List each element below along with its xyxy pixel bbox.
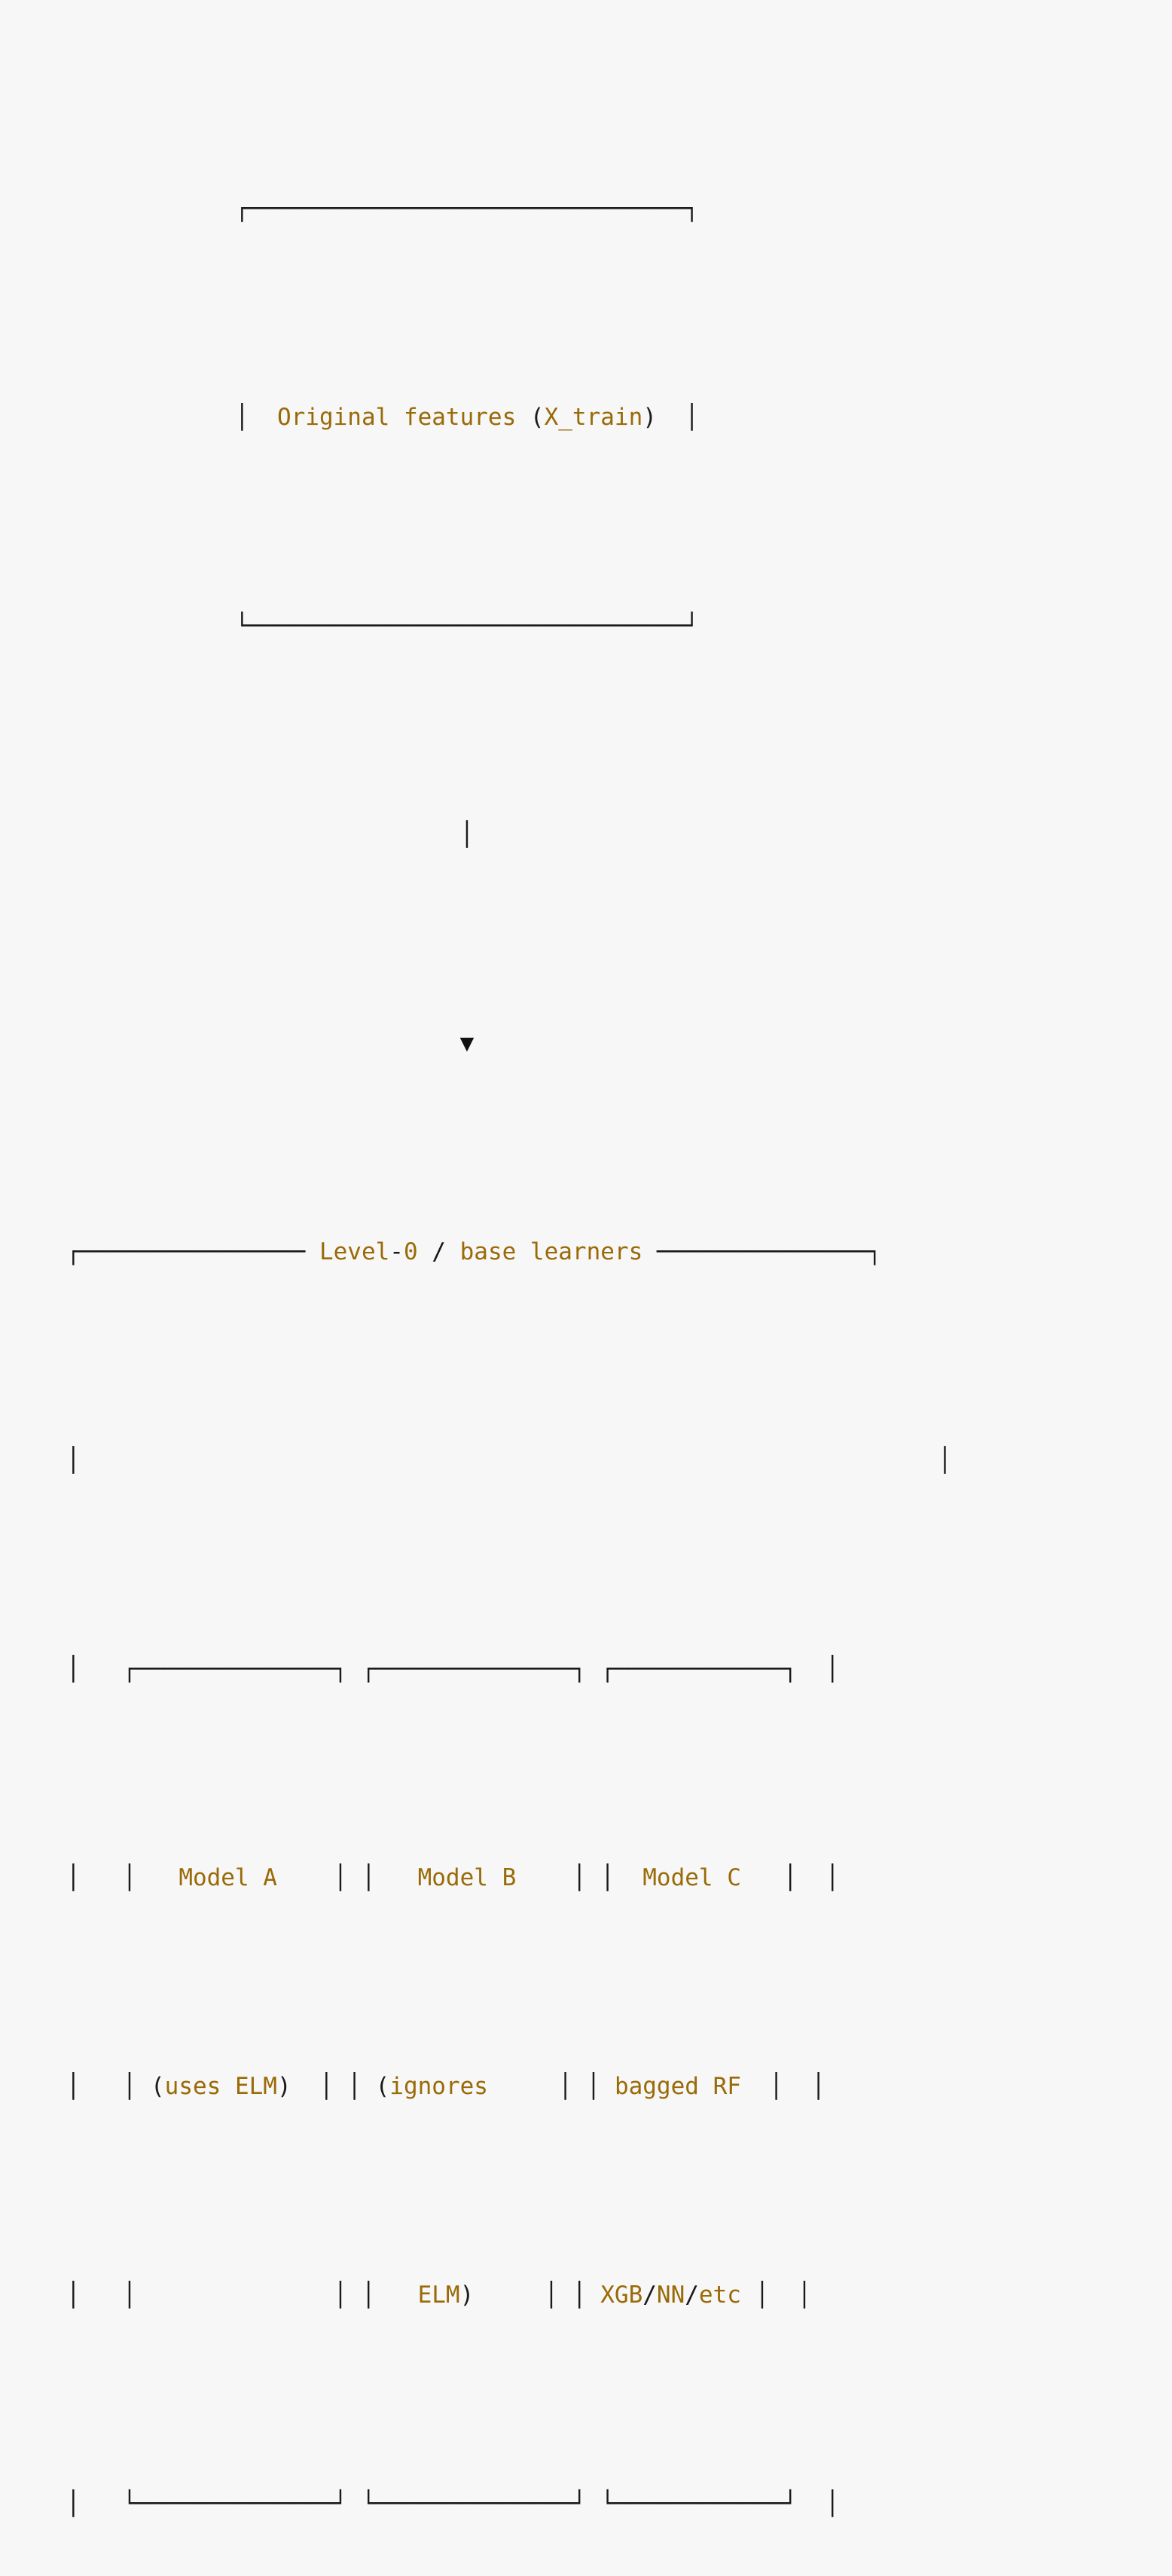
model-b-detail: ignores: [389, 2072, 488, 2100]
model-a-detail: uses ELM: [164, 2072, 277, 2100]
input-box-paren-open: (: [530, 403, 545, 431]
model-b-name: Model B: [417, 1863, 517, 1891]
level0-title-word-3: base learners: [445, 1238, 643, 1265]
model-c-detail-2c: etc: [698, 2281, 741, 2309]
model-c-sep-2: /: [685, 2281, 699, 2309]
model-boxes-detail-row-1: │ │ (uses ELM) │ │ (ignores │ │ bagged R…: [66, 2072, 826, 2100]
model-boxes-name-row: │ │ Model A │ │ Model B │ │ Model C │ │: [66, 1863, 840, 1891]
model-c-name: Model C: [642, 1863, 741, 1891]
arrow-down-icon: ▼: [459, 1029, 475, 1057]
input-box-variable: X_train: [544, 403, 643, 431]
model-c-detail-2b: NN: [656, 2281, 685, 2309]
model-b-paren-close: ): [459, 2281, 475, 2309]
level0-title-slash: /: [432, 1238, 446, 1265]
input-box-bottom-border: └───────────────────────────────┘: [66, 612, 699, 639]
level0-group-interior-blank-1: │ │: [66, 1446, 952, 1474]
level0-title-dash: -: [389, 1238, 404, 1265]
connector-input-to-level0: │: [66, 820, 475, 848]
model-boxes-bottom-border: │ └──────────────┘ └──────────────┘ └───…: [66, 2489, 840, 2517]
model-c-sep-1: /: [642, 2281, 657, 2309]
level0-title-word-2: 0: [403, 1238, 432, 1265]
model-a-paren-open: (: [150, 2072, 165, 2100]
model-a-name: Model A: [179, 1863, 277, 1891]
model-b-paren-open: (: [375, 2072, 390, 2100]
model-boxes-top-border: │ ┌──────────────┐ ┌──────────────┐ ┌───…: [66, 1655, 840, 1683]
model-boxes-detail-row-2: │ │ │ │ ELM) │ │ XGB/NN/etc │ │: [66, 2281, 812, 2309]
level0-group-top-border: ┌──────────────── Level-0 / base learner…: [66, 1238, 882, 1265]
level0-title-word-1: Level: [319, 1238, 390, 1265]
ascii-diagram-canvas: ┌───────────────────────────────┐ │ Orig…: [66, 194, 952, 2517]
model-c-detail: bagged RF: [614, 2072, 741, 2100]
input-box-top-border: ┌───────────────────────────────┐: [66, 194, 699, 222]
input-box-paren-close: ): [642, 403, 657, 431]
arrow-down-to-level0: ▼: [66, 1023, 966, 1064]
input-box-text-row: │ Original features (X_train) │: [66, 403, 699, 431]
model-c-detail-2a: XGB: [600, 2281, 643, 2309]
input-box-label: Original features: [276, 403, 530, 431]
ascii-art-body: ┌───────────────────────────────┐ │ Orig…: [66, 21, 966, 2576]
model-b-detail-2: ELM: [417, 2281, 460, 2309]
model-a-paren-close: ): [276, 2072, 291, 2100]
